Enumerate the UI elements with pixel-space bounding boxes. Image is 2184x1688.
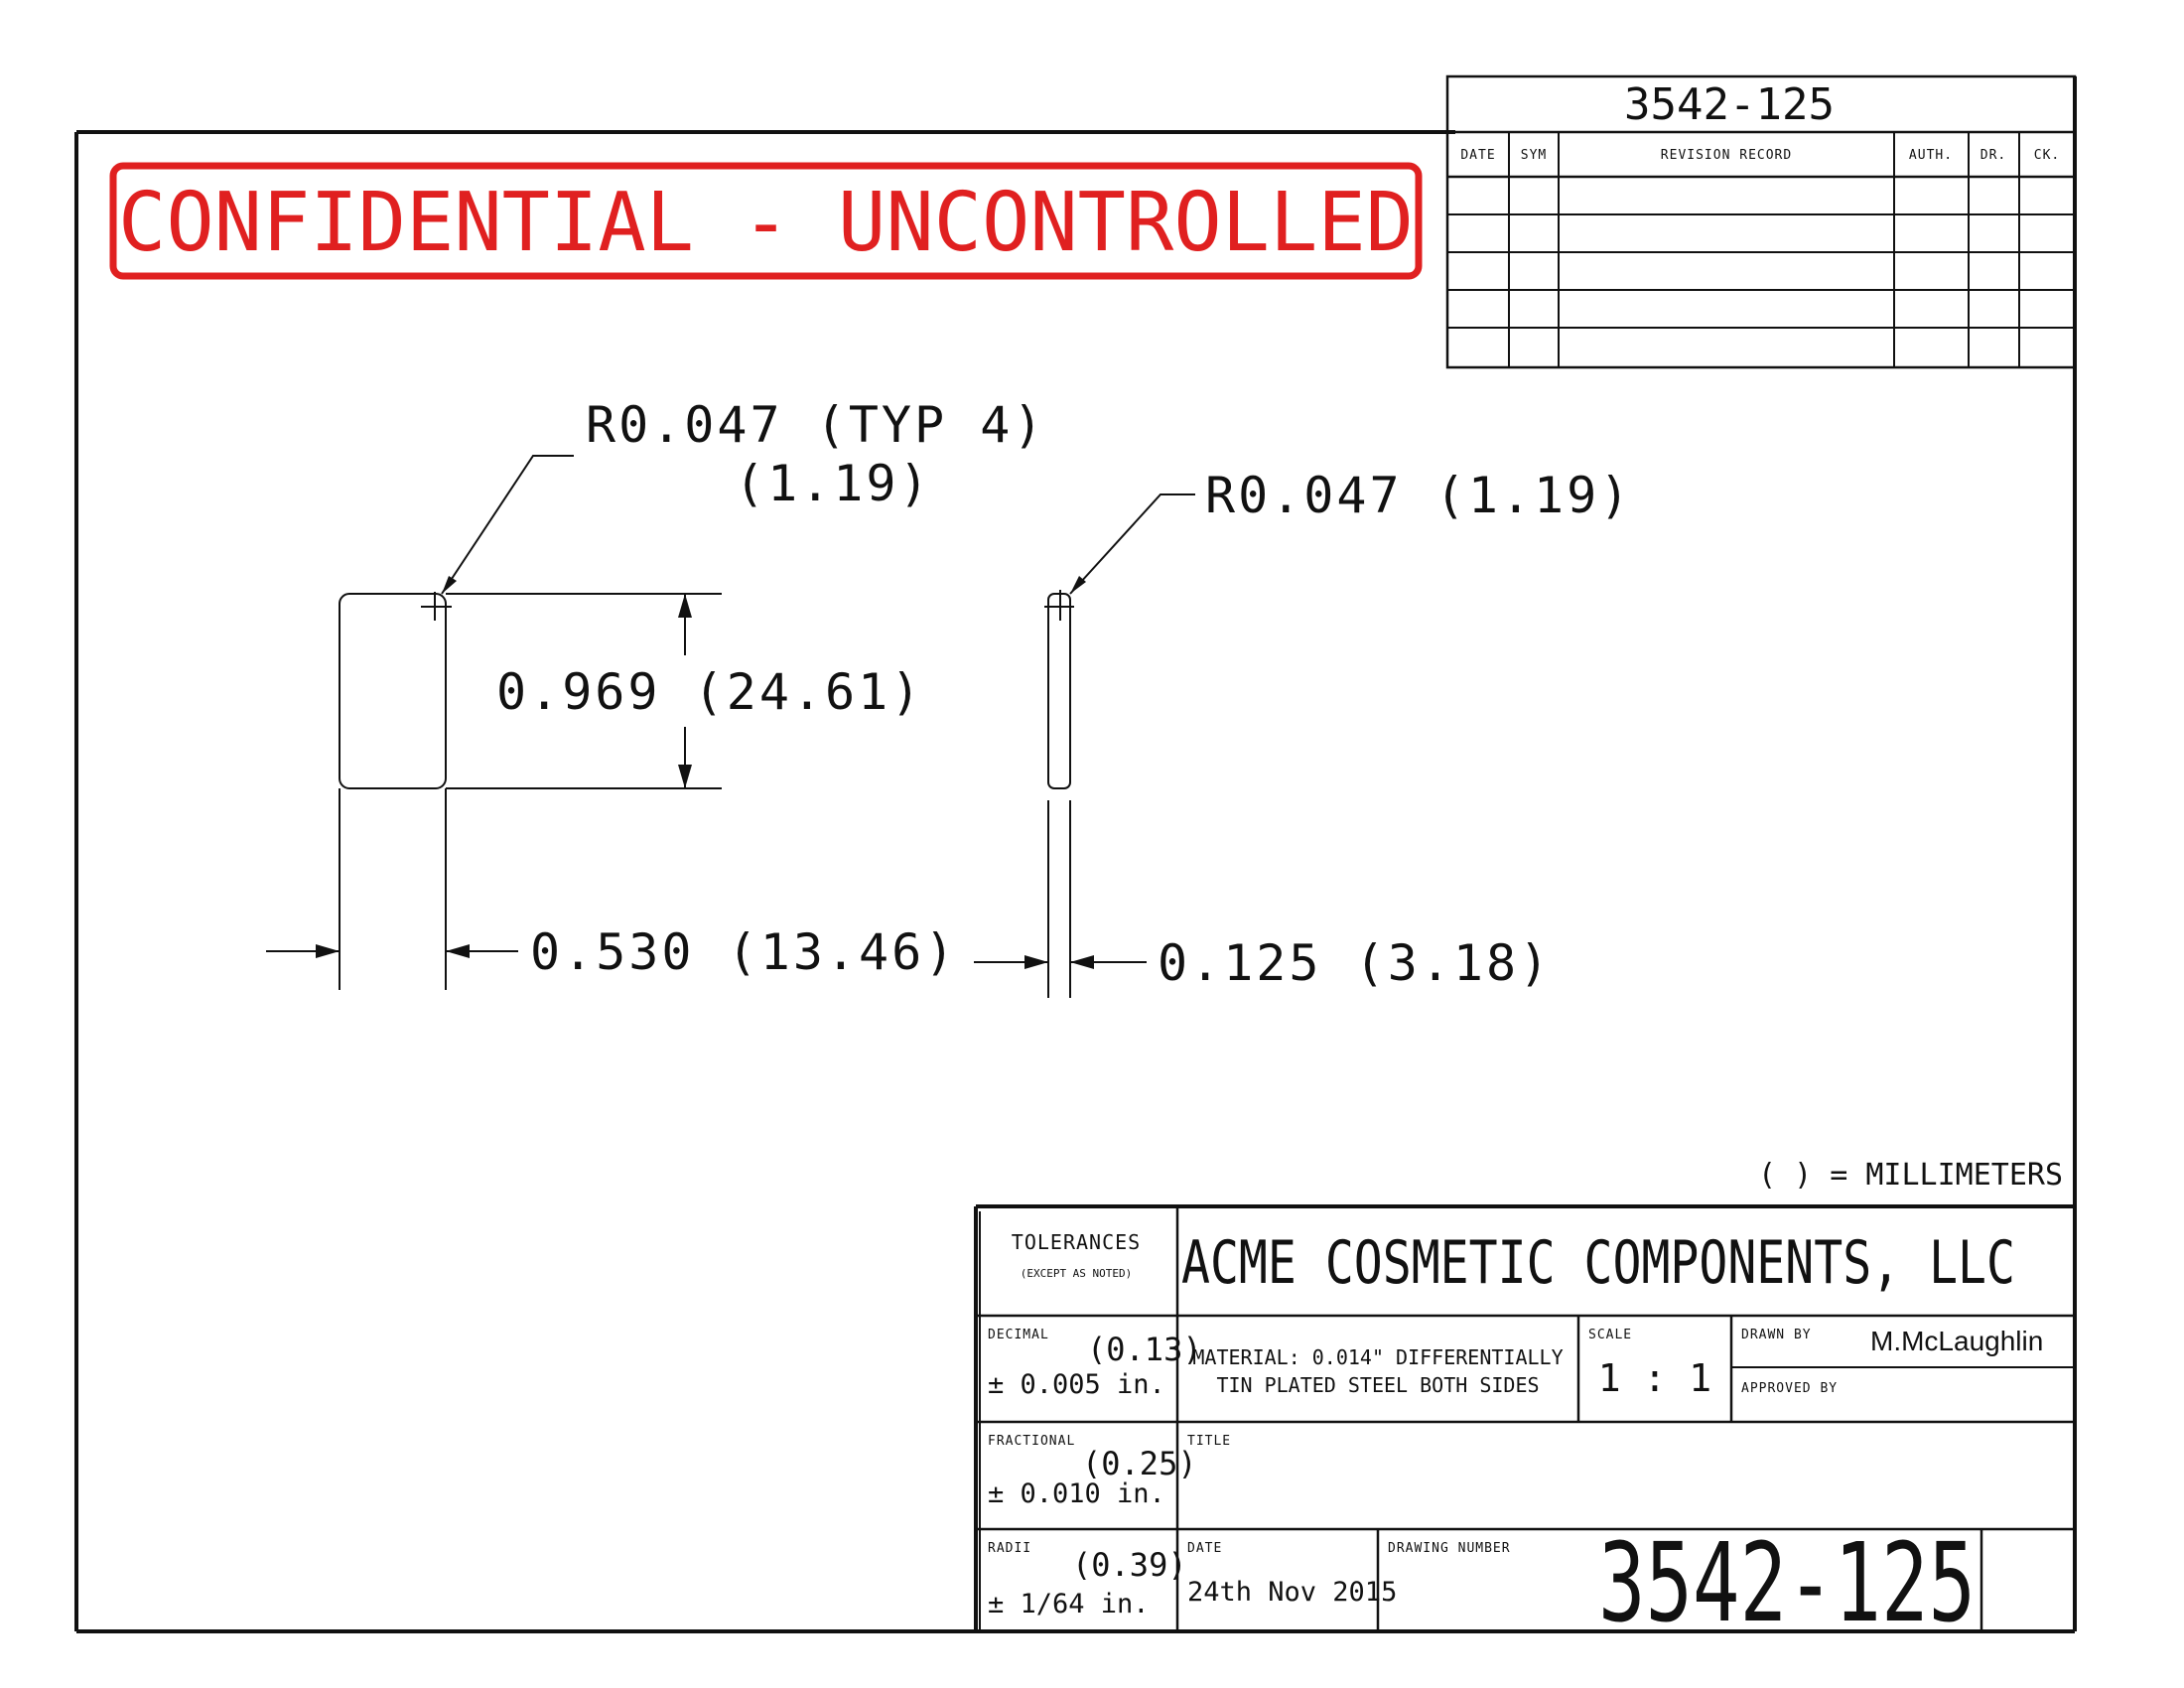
- rev-col-dr: DR.: [1980, 148, 2006, 163]
- units-note: ( ) = MILLIMETERS: [1758, 1158, 2063, 1193]
- revision-drawing-number: 3542-125: [1624, 79, 1835, 130]
- stamp-text: CONFIDENTIAL - UNCONTROLLED: [118, 176, 1414, 270]
- title-block: TOLERANCES (EXCEPT AS NOTED) ACME COSMET…: [974, 1204, 2075, 1646]
- thickness-dimension-label: 0.125 (3.18): [1158, 934, 1552, 992]
- scale-label: SCALE: [1588, 1328, 1632, 1342]
- date-label: DATE: [1187, 1541, 1222, 1556]
- radius-typ-mm-label: (1.19): [735, 455, 932, 512]
- tolerances-label: TOLERANCES: [1012, 1230, 1141, 1254]
- side-view-outline: [1047, 593, 1071, 789]
- confidential-stamp: CONFIDENTIAL - UNCONTROLLED: [109, 162, 1423, 280]
- drawing-number-label: DRAWING NUMBER: [1388, 1541, 1511, 1556]
- title-label: TITLE: [1187, 1434, 1231, 1449]
- side-view: R0.047 (1.19) 0.125 (3.18): [974, 467, 1632, 998]
- material-line-1: MATERIAL: 0.014" DIFFERENTIALLY: [1192, 1345, 1563, 1369]
- radius-side-label: R0.047 (1.19): [1205, 467, 1632, 524]
- width-dimension-label: 0.530 (13.46): [530, 923, 957, 981]
- material-line-2: TIN PLATED STEEL BOTH SIDES: [1216, 1373, 1539, 1397]
- rev-col-sym: SYM: [1521, 148, 1547, 163]
- radii-label: RADII: [988, 1541, 1031, 1556]
- drawn-by-value: M.McLaughlin: [1870, 1326, 2043, 1356]
- rev-col-auth: AUTH.: [1909, 148, 1953, 163]
- approved-by-label: APPROVED BY: [1741, 1381, 1838, 1396]
- drawing-number-value: 3542-125: [1598, 1519, 1976, 1646]
- fractional-label: FRACTIONAL: [988, 1434, 1075, 1449]
- decimal-tolerance: ± 0.005 in.: [988, 1369, 1165, 1400]
- scale-value: 1 : 1: [1598, 1356, 1711, 1400]
- company-name: ACME COSMETIC COMPONENTS, LLC: [1181, 1228, 2015, 1298]
- stamp-frame: [109, 162, 1423, 280]
- decimal-mm: (0.13): [1087, 1331, 1202, 1368]
- front-view: R0.047 (TYP 4) (1.19) 0.969 (24.61) 0.53…: [266, 396, 1045, 990]
- fractional-mm: (0.25): [1082, 1445, 1197, 1482]
- decimal-label: DECIMAL: [988, 1328, 1049, 1342]
- rev-col-record: REVISION RECORD: [1661, 148, 1792, 163]
- drawn-by-label: DRAWN BY: [1741, 1328, 1812, 1342]
- rev-col-ck: CK.: [2034, 148, 2060, 163]
- front-view-outline: [339, 593, 447, 789]
- rev-col-date: DATE: [1460, 148, 1495, 163]
- fractional-tolerance: ± 0.010 in.: [988, 1478, 1165, 1509]
- revision-block: 3542-125 DATE SYM REVISION RECORD AUTH. …: [1445, 74, 2077, 369]
- radius-typ-label: R0.047 (TYP 4): [586, 396, 1045, 454]
- height-dimension-label: 0.969 (24.61): [496, 663, 923, 721]
- radii-tolerance: ± 1/64 in.: [988, 1589, 1150, 1619]
- tolerances-note: (EXCEPT AS NOTED): [1021, 1267, 1133, 1280]
- radii-mm: (0.39): [1072, 1546, 1187, 1584]
- date-value: 24th Nov 2015: [1187, 1577, 1397, 1608]
